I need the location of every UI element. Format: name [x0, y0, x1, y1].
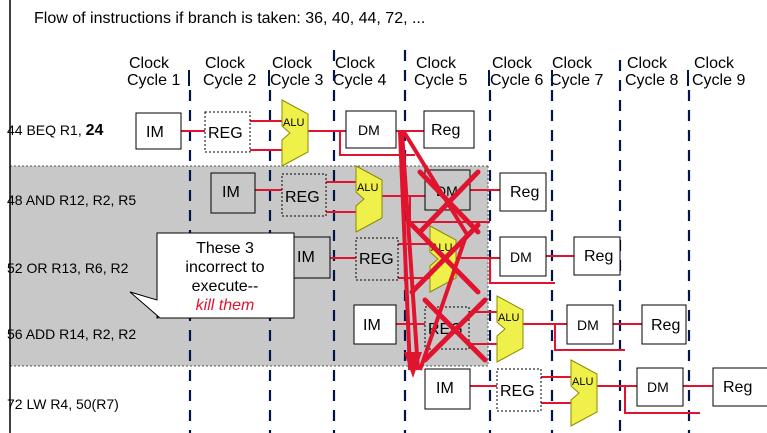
row-add: IM REG ALU DM Reg — [353, 295, 687, 363]
or-reg-label: REG — [359, 251, 394, 268]
clock-4-line1: Clock — [335, 55, 376, 72]
clock-labels: Clock Cycle 1 Clock Cycle 2 Clock Cycle … — [127, 55, 745, 89]
beq-im-box — [135, 112, 182, 150]
row-beq: IM REG ALU DM Reg — [135, 99, 475, 167]
clock-6-line2: Cycle 6 — [490, 72, 543, 89]
clock-9-line1: Clock — [694, 55, 735, 72]
and-reg-box — [281, 173, 327, 217]
arrow-head — [404, 352, 422, 378]
lw-dm-label: DM — [647, 379, 669, 395]
callout-line4: kill them — [196, 297, 255, 314]
or-dm-box — [499, 236, 547, 277]
and-im-box — [210, 172, 256, 214]
add-dm-label: DM — [577, 317, 599, 333]
beq-reg-wb-label: Reg — [431, 122, 460, 139]
add-im-box — [353, 304, 397, 345]
row-and: IM REG ALU DM Reg — [210, 165, 547, 233]
clock-6-line1: Clock — [492, 55, 533, 72]
clock-5-line1: Clock — [416, 55, 457, 72]
lw-im-label: IM — [436, 380, 454, 397]
or-dm-label: DM — [510, 249, 532, 265]
clock-3-line1: Clock — [272, 55, 313, 72]
callout-line1: These 3 — [196, 240, 254, 257]
clock-3-line2: Cycle 3 — [270, 72, 323, 89]
beq-dm-label: DM — [358, 122, 380, 138]
row-lw: IM REG ALU DM Reg — [424, 359, 767, 427]
or-reg-wb-box — [573, 236, 621, 276]
and-reg-label: REG — [285, 189, 320, 206]
beq-reg-box — [204, 111, 251, 153]
callout-line3: execute-- — [192, 278, 259, 295]
clock-2-line1: Clock — [205, 55, 246, 72]
clock-7-line2: Cycle 7 — [550, 72, 603, 89]
clock-1-line1: Clock — [129, 55, 170, 72]
callout-text: These 3 incorrect to execute-- kill them — [185, 240, 264, 314]
and-reg-wb-label: Reg — [510, 184, 539, 201]
add-reg-wb-label: Reg — [651, 317, 680, 334]
lw-alu — [570, 359, 598, 427]
lw-im-box — [424, 368, 471, 410]
instr-lw-label: 72 LW R4, 50(R7) — [7, 396, 119, 412]
instr-add-label: 56 ADD R14, R2, R2 — [7, 326, 136, 342]
cycle-lines — [188, 50, 691, 433]
add-alu-label: ALU — [498, 312, 519, 324]
or-im-label: IM — [297, 249, 315, 266]
and-im-label: IM — [222, 184, 240, 201]
add-im-label: IM — [363, 317, 381, 334]
instruction-labels: 44 BEQ R1, 24 48 AND R12, R2, R5 52 OR R… — [7, 122, 136, 412]
and-alu — [355, 165, 383, 233]
lw-reg-box — [496, 368, 542, 412]
clock-8-line2: Cycle 8 — [625, 72, 678, 89]
add-alu — [496, 295, 524, 363]
clock-7-line1: Clock — [552, 55, 593, 72]
add-dm-box — [566, 304, 614, 345]
branch-arrows — [398, 130, 470, 378]
clock-1-line2: Cycle 1 — [127, 72, 180, 89]
beq-alu-label: ALU — [283, 117, 304, 129]
beq-reg-wb-box — [423, 110, 475, 149]
clock-9-line2: Cycle 9 — [692, 72, 745, 89]
clock-4-line2: Cycle 4 — [333, 72, 386, 89]
clock-8-line1: Clock — [627, 55, 668, 72]
clock-5-line2: Cycle 5 — [414, 72, 467, 89]
lw-alu-label: ALU — [572, 376, 593, 388]
or-reg-box — [355, 237, 399, 281]
lw-reg-wb-label: Reg — [723, 379, 752, 396]
instr-beq-label: 44 BEQ R1, 24 — [7, 122, 103, 139]
lw-reg-wb-box — [712, 367, 767, 407]
and-alu-label: ALU — [357, 182, 378, 194]
or-reg-wb-label: Reg — [584, 248, 613, 265]
clock-2-line2: Cycle 2 — [203, 72, 256, 89]
beq-dm-box — [345, 110, 397, 149]
beq-reg-label: REG — [208, 125, 243, 142]
and-reg-wb-box — [499, 172, 547, 212]
header-text: Flow of instructions if branch is taken:… — [34, 10, 425, 27]
lw-reg-label: REG — [500, 383, 535, 400]
lw-dm-box — [636, 367, 684, 407]
beq-alu — [281, 99, 309, 167]
instr-and-label: 48 AND R12, R2, R5 — [7, 192, 136, 208]
callout-line2: incorrect to — [185, 259, 264, 276]
add-reg-wb-box — [641, 304, 687, 345]
beq-im-label: IM — [146, 124, 164, 141]
instr-or-label: 52 OR R13, R6, R2 — [7, 260, 129, 276]
